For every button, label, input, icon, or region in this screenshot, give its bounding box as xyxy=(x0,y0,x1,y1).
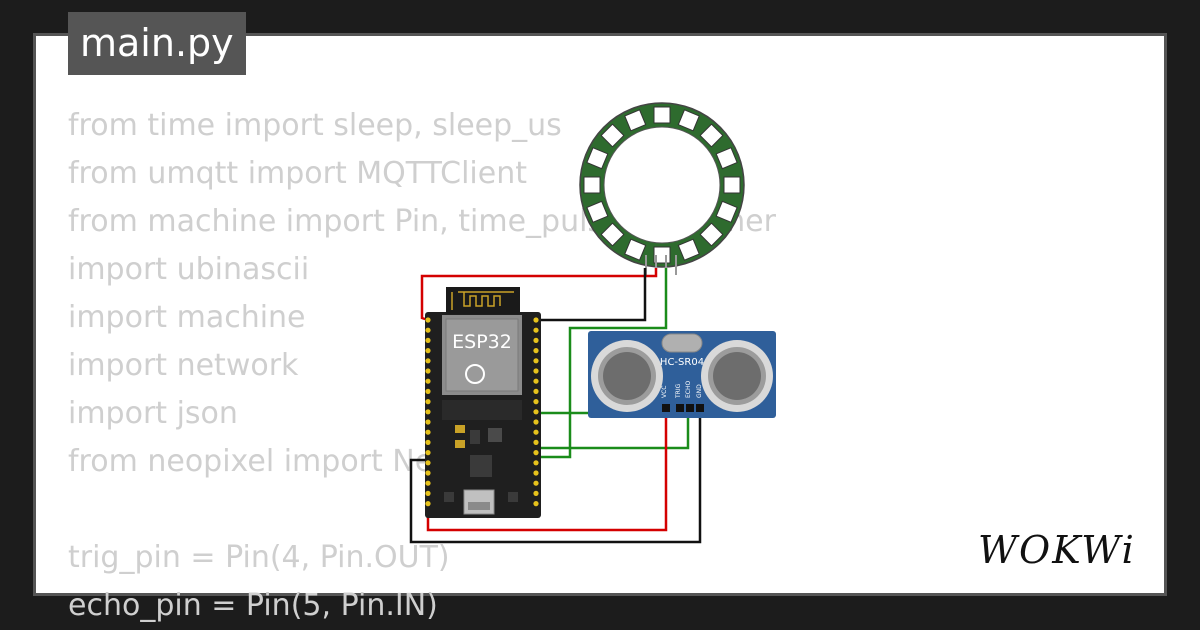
header-pin xyxy=(533,419,539,425)
header-pin xyxy=(533,378,539,384)
header-pin xyxy=(425,317,431,323)
header-pin xyxy=(425,480,431,486)
header-pin xyxy=(533,439,539,445)
pin-label-gnd: GND xyxy=(696,384,703,398)
header-pin xyxy=(533,327,539,333)
header-pin xyxy=(425,439,431,445)
code-line: import network xyxy=(68,348,299,383)
header-pin xyxy=(533,358,539,364)
header-pin xyxy=(425,501,431,507)
code-line: from umqtt import MQTTClient xyxy=(68,156,527,191)
header-pin xyxy=(425,337,431,343)
ring-leds xyxy=(583,106,741,264)
pin-label-trig: TRIG xyxy=(675,383,682,399)
header-pin xyxy=(533,368,539,374)
header-pin xyxy=(425,460,431,466)
ring-led xyxy=(677,238,700,261)
header-pin xyxy=(533,337,539,343)
header-pin xyxy=(533,399,539,405)
ring-led xyxy=(653,106,671,124)
preview-card xyxy=(33,33,1167,596)
code-line: echo_pin = Pin(5, Pin.IN) xyxy=(68,588,438,623)
wire-echo xyxy=(536,405,690,450)
wire-ring-power xyxy=(420,268,658,322)
ring-led xyxy=(586,147,609,170)
code-line: from time import sleep, sleep_us xyxy=(68,108,562,143)
sensor-label: HC-SR04 xyxy=(660,357,704,368)
header-pin xyxy=(533,317,539,323)
header-pin xyxy=(425,409,431,415)
wire-vcc xyxy=(426,405,668,532)
board-label: ESP32 xyxy=(452,331,512,353)
ring-led xyxy=(699,123,724,148)
wire-ring-ground xyxy=(540,268,647,322)
ring-led xyxy=(677,109,700,132)
pin-label-vcc: VCC xyxy=(661,386,668,398)
header-pin xyxy=(425,450,431,456)
ring-led xyxy=(715,200,738,223)
header-pin xyxy=(425,368,431,374)
ring-led xyxy=(583,176,601,194)
header-pin xyxy=(533,460,539,466)
wire-gnd xyxy=(409,405,702,544)
ring-led xyxy=(699,222,724,247)
header-pin xyxy=(425,399,431,405)
wire-ring-data xyxy=(536,268,668,459)
header-pin xyxy=(533,348,539,354)
header-pin xyxy=(425,378,431,384)
wokwi-logo: WOKWi xyxy=(978,528,1136,572)
header-pin xyxy=(425,348,431,354)
header-pin xyxy=(533,501,539,507)
header-pin xyxy=(533,409,539,415)
pin-label-echo: ECHO xyxy=(685,381,692,398)
header-pin xyxy=(425,429,431,435)
code-line: import json xyxy=(68,396,238,431)
ring-led xyxy=(723,176,741,194)
neopixel-ring[interactable] xyxy=(579,102,745,275)
ring-led xyxy=(624,109,647,132)
code-line: import ubinascii xyxy=(68,252,310,287)
header-pin xyxy=(533,450,539,456)
header-pin xyxy=(425,327,431,333)
hc-sr04-sensor[interactable]: HC-SR04 VCC TRIG ECHO GND xyxy=(588,331,776,418)
header-pin xyxy=(425,470,431,476)
esp32-board[interactable]: ESP32 xyxy=(425,287,541,518)
header-pin xyxy=(533,470,539,476)
ring-led xyxy=(600,222,625,247)
code-line: import machine xyxy=(68,300,306,335)
esp32-pins xyxy=(425,317,539,507)
code-line: trig_pin = Pin(4, Pin.OUT) xyxy=(68,540,450,575)
header-pin xyxy=(425,388,431,394)
circuit-diagram: ESP32 HC-SR04 VCC TRIG ECHO GND xyxy=(409,102,776,544)
header-pin xyxy=(533,388,539,394)
header-pin xyxy=(425,419,431,425)
ring-led xyxy=(600,123,625,148)
header-pin xyxy=(425,490,431,496)
header-pin xyxy=(533,429,539,435)
ring-led xyxy=(715,147,738,170)
header-pin xyxy=(425,358,431,364)
header-pin xyxy=(533,490,539,496)
header-pin xyxy=(533,480,539,486)
file-tab[interactable]: main.py xyxy=(68,12,246,75)
ring-led xyxy=(586,200,609,223)
ring-led xyxy=(624,238,647,261)
